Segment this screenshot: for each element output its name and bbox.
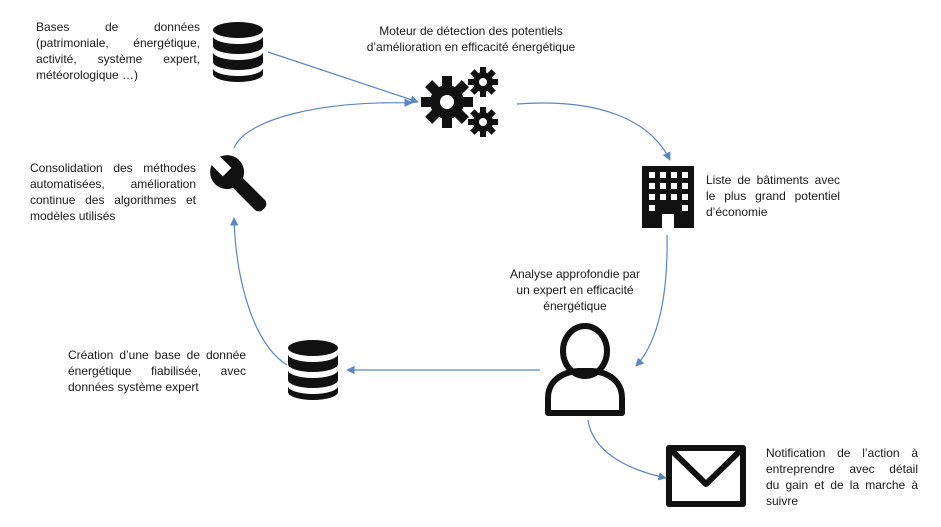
buildings-line: le plus grand potentiel bbox=[706, 189, 840, 203]
reliable-db-line: données système expert bbox=[68, 380, 199, 394]
databases-line: (patrimoniale, énergétique, bbox=[36, 36, 200, 50]
arrow-consolidation-to-engine bbox=[233, 98, 413, 149]
expert-line: énergétique bbox=[543, 299, 607, 313]
user-icon bbox=[545, 323, 625, 416]
notification-line: Notification de l’action à bbox=[766, 446, 918, 460]
consolidation-line: automatisées, amélioration bbox=[30, 177, 196, 191]
engine-line: d’amélioration en efficacité énergétique bbox=[366, 40, 576, 54]
envelope-icon bbox=[666, 445, 746, 507]
notification-line: entreprendre avec détail bbox=[766, 462, 918, 476]
buildings-line: d’économie bbox=[706, 205, 768, 219]
databases-line: activité, système expert, bbox=[36, 52, 200, 66]
expert-line: un expert en efficacité bbox=[516, 283, 634, 297]
notification-line: du gain et de la marche à bbox=[766, 478, 918, 492]
engine-label: Moteur de détection des potentiels d’amél… bbox=[353, 23, 589, 55]
arrow-databases-to-engine bbox=[267, 51, 419, 104]
notification-line: suivre bbox=[766, 494, 799, 508]
reliable-db-line: Création d’une base de donnée bbox=[68, 348, 246, 362]
reliable-db-label: Création d’une base de donnée énergétique… bbox=[68, 347, 246, 395]
notification-label: Notification de l’action à entreprendre a… bbox=[766, 445, 918, 509]
arrow-reliable-db-to-consolidation bbox=[230, 217, 288, 366]
arrow-engine-to-buildings bbox=[516, 102, 671, 161]
databases-label: Bases de données (patrimoniale, énergétiq… bbox=[36, 19, 200, 83]
buildings-line: Liste de bâtiments avec bbox=[706, 173, 840, 187]
databases-line: Bases de données bbox=[36, 20, 200, 34]
expert-label: Analyse approfondie par un expert en effi… bbox=[500, 266, 650, 314]
reliable-db-line: énergétique fiabilisée, avec bbox=[68, 364, 246, 378]
building-icon bbox=[642, 166, 694, 228]
database-icon bbox=[213, 22, 263, 82]
arrow-buildings-to-expert bbox=[635, 234, 668, 367]
database-icon bbox=[288, 340, 338, 400]
expert-line: Analyse approfondie par bbox=[509, 267, 641, 281]
wrench-icon bbox=[208, 153, 267, 212]
buildings-label: Liste de bâtiments avec le plus grand pot… bbox=[706, 172, 840, 220]
consolidation-line: Consolidation des méthodes bbox=[30, 161, 196, 175]
consolidation-line: modèles utilisés bbox=[30, 209, 116, 223]
engine-line: Moteur de détection des potentiels bbox=[379, 24, 563, 38]
arrow-expert-to-notification bbox=[587, 419, 667, 481]
consolidation-line: continue des algorithmes et bbox=[30, 193, 196, 207]
databases-line: météorologique …) bbox=[36, 68, 139, 82]
gears-icon bbox=[421, 67, 498, 137]
consolidation-label: Consolidation des méthodes automatisées, … bbox=[30, 160, 196, 224]
